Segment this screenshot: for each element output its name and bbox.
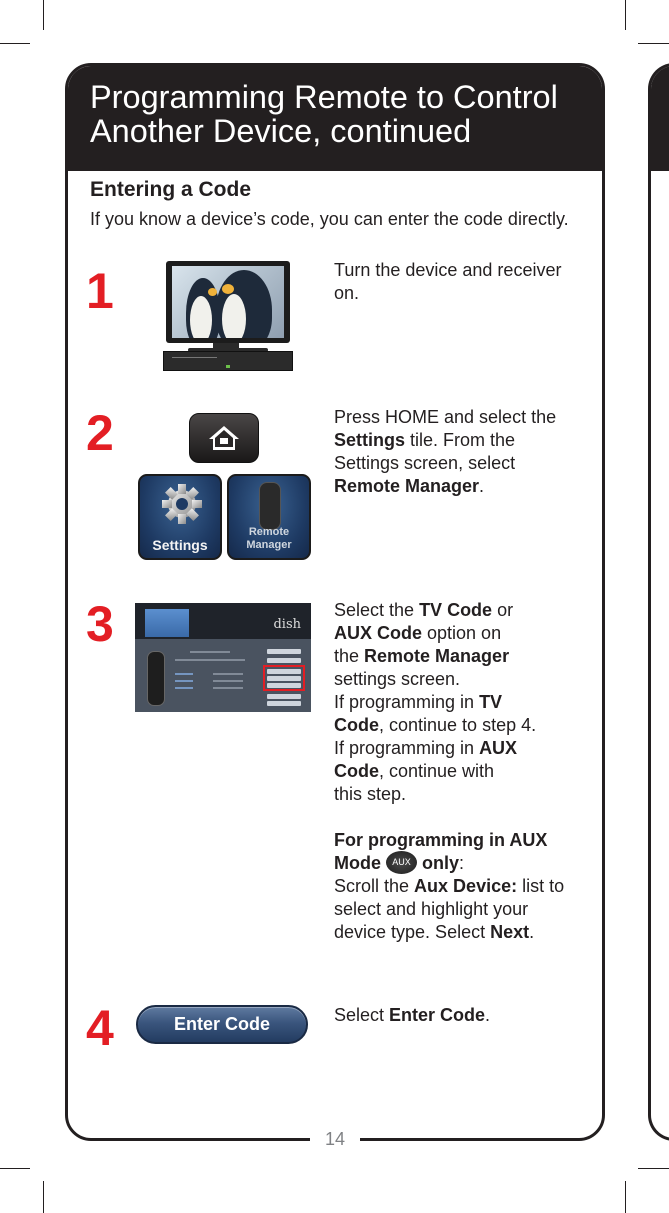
step-number-3: 3 (86, 596, 114, 652)
settings-tile: Settings (138, 474, 222, 560)
crop-mark (638, 1168, 669, 1169)
remote-manager-tile: Remote Manager (227, 474, 311, 560)
title-line-1: Programming Remote to Control (90, 79, 558, 115)
step-3-text: Select the TV Code or AUX Code option on… (334, 600, 537, 804)
crop-mark (0, 1168, 30, 1169)
step-number-1: 1 (86, 263, 114, 319)
receiver-icon (163, 351, 293, 371)
section-intro: If you know a device’s code, you can ent… (90, 209, 569, 229)
remote-manager-tile-label: Remote Manager (246, 526, 292, 551)
highlight-box (263, 665, 305, 691)
crop-mark (638, 43, 669, 44)
crop-mark (625, 0, 626, 30)
title-line-2: Another Device, continued (90, 113, 472, 149)
step-4-text: Select Enter Code. (334, 1005, 491, 1025)
step-3-aux-note: For programming in AUX Mode AUX only: Sc… (334, 830, 565, 942)
remote-manager-screen-illustration: dish (135, 603, 311, 712)
aux-button-icon: AUX (386, 850, 418, 874)
step-number-2: 2 (86, 405, 114, 461)
crop-mark (625, 1181, 626, 1213)
enter-code-button: Enter Code (136, 1005, 308, 1044)
tv-icon (166, 261, 290, 343)
crop-mark (43, 0, 44, 30)
section-title: Entering a Code (90, 178, 252, 201)
gear-icon (162, 484, 202, 524)
step-1-text: Turn the device and receiver on. (334, 260, 562, 303)
home-icon (209, 426, 239, 450)
next-page-edge (648, 63, 669, 1141)
remote-icon (259, 482, 281, 530)
instruction-panel: Programming Remote to Control Another De… (65, 63, 605, 1141)
step-2-text: Press HOME and select the Settings tile.… (334, 407, 557, 496)
step-number-4: 4 (86, 1000, 114, 1056)
home-button (189, 413, 259, 463)
crop-mark (43, 1181, 44, 1213)
crop-mark (0, 43, 30, 44)
settings-tile-label: Settings (152, 537, 208, 553)
page-title: Programming Remote to Control Another De… (68, 66, 602, 171)
page-number: 14 (310, 1128, 360, 1150)
